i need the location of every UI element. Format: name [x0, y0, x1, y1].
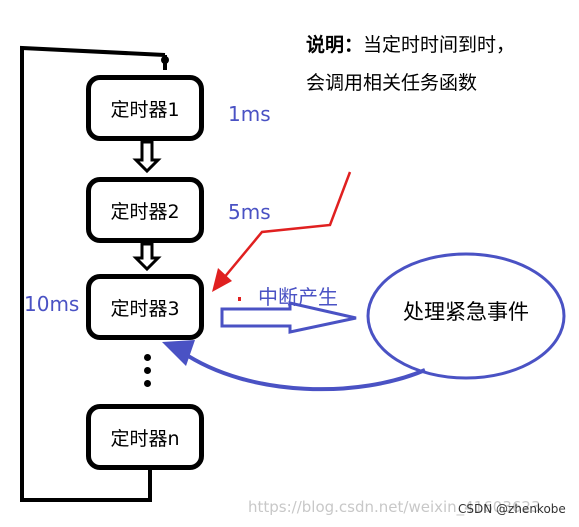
timer-box-2: 定时器2 [86, 177, 204, 243]
note-prefix: 说明： [306, 34, 364, 56]
arrow-timer1-to-timer2 [132, 140, 162, 174]
urgent-event-ellipse [366, 252, 566, 380]
timer-label-1: 定时器1 [110, 98, 180, 121]
timer-label-3: 定时器3 [110, 297, 180, 320]
interval-label-timer2: 5ms [228, 200, 271, 224]
timer-box-n: 定时器n [86, 404, 204, 470]
note-text-1: 当定时时间到时， [363, 34, 516, 56]
timer-label-n: 定时器n [110, 427, 180, 450]
arrow-to-urgent-event [220, 301, 357, 334]
ellipsis-dot [144, 367, 151, 374]
loop-junction-dot [161, 56, 169, 64]
interval-label-timer3: 10ms [24, 292, 80, 316]
timer-label-2: 定时器2 [110, 200, 180, 223]
interrupt-mark [238, 297, 241, 301]
watermark: https://blog.csdn.net/weixin_41603623 [248, 498, 541, 516]
note-line-1: 说明：当定时时间到时， [306, 30, 515, 57]
timer-box-1: 定时器1 [86, 75, 204, 141]
urgent-event-label: 处理紧急事件 [403, 300, 529, 324]
ellipsis-dot [144, 354, 151, 361]
ellipsis-dot [144, 380, 151, 387]
interval-label-timer1: 1ms [228, 102, 271, 126]
interrupt-label: 中断产生 [258, 285, 338, 309]
return-curve [180, 350, 426, 392]
timer-box-3: 定时器3 [86, 274, 204, 340]
interrupt-arrowhead [212, 268, 232, 292]
interrupt-line [217, 171, 352, 286]
arrow-timer2-to-timer3 [132, 242, 162, 272]
note-line-2: 会调用相关任务函数 [306, 68, 477, 95]
loop-line [20, 45, 166, 502]
credit: CSDN @zhenkobe [458, 502, 566, 516]
return-arrowhead [162, 340, 195, 366]
note-text-2: 会调用相关任务函数 [306, 72, 478, 94]
